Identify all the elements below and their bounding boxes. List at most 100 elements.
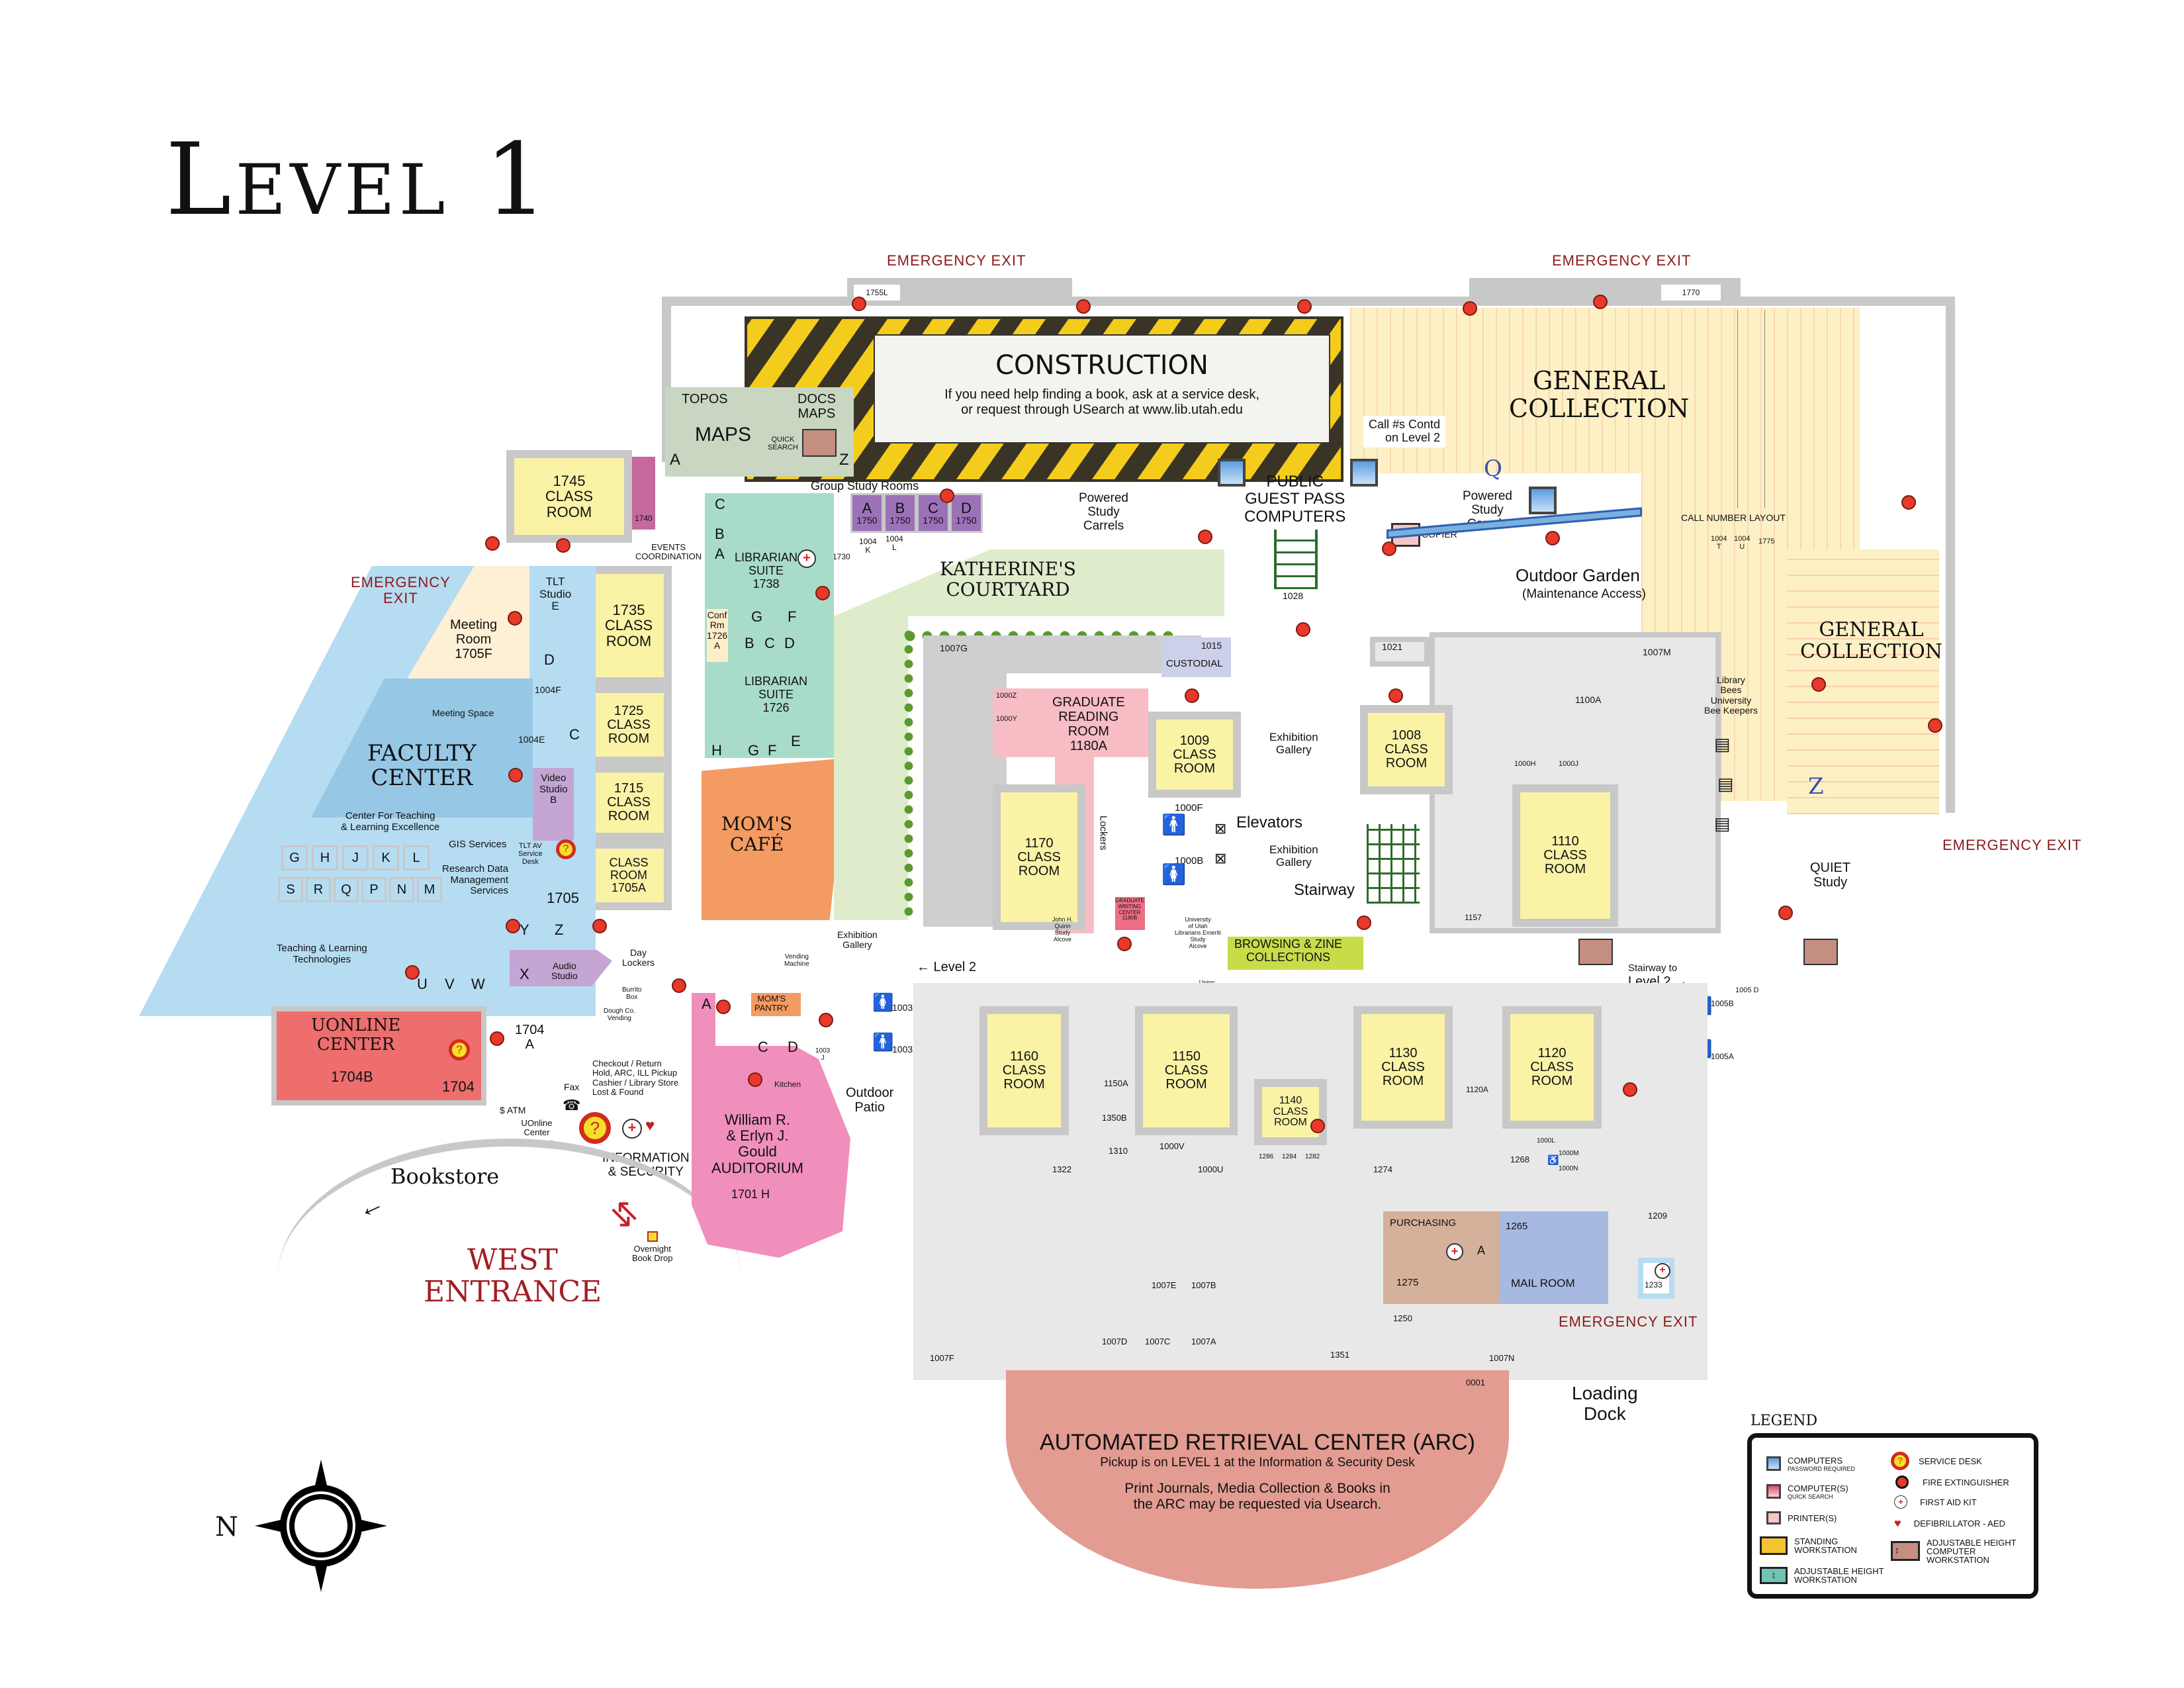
room-number: 1750 — [923, 515, 944, 526]
legend-label: PRINTER(S) — [1788, 1513, 1837, 1523]
room-1003j: 1003 J — [815, 1047, 831, 1062]
browsing-zine-collections[interactable] — [1228, 937, 1363, 970]
classroom-1130[interactable]: 1130 CLASS ROOM — [1353, 1006, 1453, 1129]
courtyard-trees — [901, 628, 916, 919]
legend-item: ♥ DEFIBRILLATOR - AED — [1891, 1512, 2036, 1534]
moms-cafe[interactable] — [702, 758, 847, 920]
office-letter: K — [381, 850, 390, 865]
moms-pantry[interactable] — [751, 993, 801, 1016]
kitchen-label: Kitchen — [774, 1080, 801, 1089]
emergency-exit-east: EMERGENCY EXIT — [1942, 837, 2082, 853]
legend-label: ADJUSTABLE HEIGHT WORKSTATION — [1794, 1566, 1884, 1585]
classroom-1120[interactable]: 1120 CLASS ROOM — [1502, 1006, 1602, 1129]
service-desk-icon: ? — [449, 1039, 470, 1060]
room-1775: 1775 — [1758, 538, 1775, 545]
suite-f: F — [788, 608, 797, 625]
purchasing-1275[interactable] — [1383, 1211, 1499, 1304]
emergency-exit-north-1: EMERGENCY EXIT — [887, 252, 1026, 269]
office-r[interactable]: R — [306, 877, 331, 902]
adjustable-computer-icon — [1803, 939, 1838, 965]
office-k[interactable]: K — [373, 845, 399, 870]
suite-b: B — [715, 526, 725, 542]
room-1740[interactable]: 1740 — [632, 457, 655, 530]
room-label: 1715 CLASS ROOM — [607, 781, 651, 823]
room-label: 1740 — [635, 514, 653, 523]
room-1007d: 1007D — [1102, 1336, 1128, 1346]
general-collection-label: GENERAL COLLECTION — [1509, 366, 1690, 423]
legend-sublabel: QUICK SEARCH — [1788, 1493, 1833, 1500]
graduate-reading-room-label: GRADUATE READING ROOM 1180A — [1052, 695, 1125, 753]
quiet-study: QUIET Study — [1810, 861, 1851, 890]
purchasing-room-a: A — [1477, 1244, 1486, 1257]
classroom-1150[interactable]: 1150 CLASS ROOM — [1135, 1006, 1238, 1135]
fire-extinguisher-icon — [485, 536, 500, 551]
fire-extinguisher-icon — [1297, 299, 1312, 314]
classroom-1009[interactable]: 1009 CLASS ROOM — [1148, 712, 1241, 798]
fire-extinguisher-icon — [815, 586, 830, 600]
classroom-1745[interactable]: 1745 CLASS ROOM — [506, 450, 632, 543]
classroom-1008[interactable]: 1008 CLASS ROOM — [1360, 705, 1453, 794]
office-g[interactable]: G — [281, 845, 308, 870]
suite-f2: F — [768, 742, 777, 759]
faculty-room-c: C — [569, 726, 580, 743]
level-2-pointer: ← Level 2 — [917, 960, 977, 974]
fire-extinguisher-icon — [1928, 718, 1942, 733]
adjustable-workstation-icon: ↕ — [1760, 1567, 1788, 1584]
classroom-1735[interactable]: 1735 CLASS ROOM — [586, 566, 672, 685]
video-studio-b[interactable] — [533, 768, 574, 841]
classroom-1725[interactable]: 1725 CLASS ROOM — [586, 685, 672, 765]
room-1284: 1284 — [1282, 1153, 1297, 1160]
emergency-exit-south: EMERGENCY EXIT — [1559, 1313, 1698, 1330]
custodial-1015[interactable] — [1161, 637, 1231, 677]
classroom-1705a[interactable]: CLASS ROOM 1705A — [586, 841, 672, 910]
office-n[interactable]: N — [389, 877, 414, 902]
office-h[interactable]: H — [312, 845, 338, 870]
mail-room-1265[interactable] — [1499, 1211, 1608, 1304]
ctle-label: Center For Teaching & Learning Excellenc… — [341, 810, 440, 833]
teaching-learning-technologies: Teaching & Learning Technologies — [277, 943, 367, 965]
office-s[interactable]: S — [278, 877, 303, 902]
information-service-desk-icon[interactable]: ? — [579, 1112, 611, 1144]
office-l[interactable]: L — [403, 845, 430, 870]
conf-room-1726a[interactable] — [707, 609, 728, 662]
restroom-men-icon: 🚹 — [1161, 814, 1187, 836]
legend-label: ADJUSTABLE HEIGHT COMPUTER WORKSTATION — [1927, 1537, 2017, 1565]
first-aid-icon: + — [1894, 1495, 1907, 1509]
room-1000f: 1000F — [1175, 802, 1203, 814]
fire-extinguisher-icon — [490, 1031, 504, 1046]
fire-extinguisher-icon — [405, 965, 420, 980]
office-p[interactable]: P — [361, 877, 387, 902]
room-number: 1750 — [856, 515, 878, 526]
office-m[interactable]: M — [417, 877, 442, 902]
construction-line-1: If you need help finding a book, ask at … — [944, 387, 1259, 402]
day-lockers: Day Lockers — [622, 947, 655, 968]
room-1004f: 1004F — [535, 684, 561, 695]
room-1233-label: 1233 — [1645, 1280, 1662, 1289]
audio-studio[interactable] — [510, 950, 612, 986]
classroom-1160[interactable]: 1160 CLASS ROOM — [979, 1006, 1069, 1135]
room-1351: 1351 — [1330, 1350, 1349, 1360]
graduate-writing-center[interactable] — [1115, 897, 1145, 930]
service-desk-icon: ? — [556, 839, 576, 859]
classroom-1715[interactable]: 1715 CLASS ROOM — [586, 765, 672, 841]
room-1021-label: 1021 — [1382, 641, 1403, 652]
elevator-icon: ⊠ — [1214, 850, 1227, 867]
topos-label: TOPOS — [682, 392, 728, 406]
room-1000j: 1000J — [1559, 760, 1578, 768]
room-1233[interactable] — [1638, 1258, 1674, 1299]
room-letter: B — [895, 500, 905, 517]
outdoor-garden-label: Outdoor Garden — [1516, 565, 1640, 585]
office-q[interactable]: Q — [334, 877, 359, 902]
room-1704: 1704 — [442, 1078, 475, 1095]
office-j[interactable]: J — [342, 845, 369, 870]
classroom-1140[interactable]: 1140 CLASS ROOM — [1254, 1079, 1327, 1145]
fire-extinguisher-icon — [1076, 299, 1091, 314]
office-letter: M — [424, 882, 435, 897]
room-1003l: 1003L — [892, 1044, 918, 1055]
stairs-1028 — [1274, 530, 1318, 589]
classroom-1110[interactable]: 1110 CLASS ROOM — [1512, 784, 1618, 927]
classroom-1170[interactable]: 1170 CLASS ROOM — [993, 784, 1085, 930]
